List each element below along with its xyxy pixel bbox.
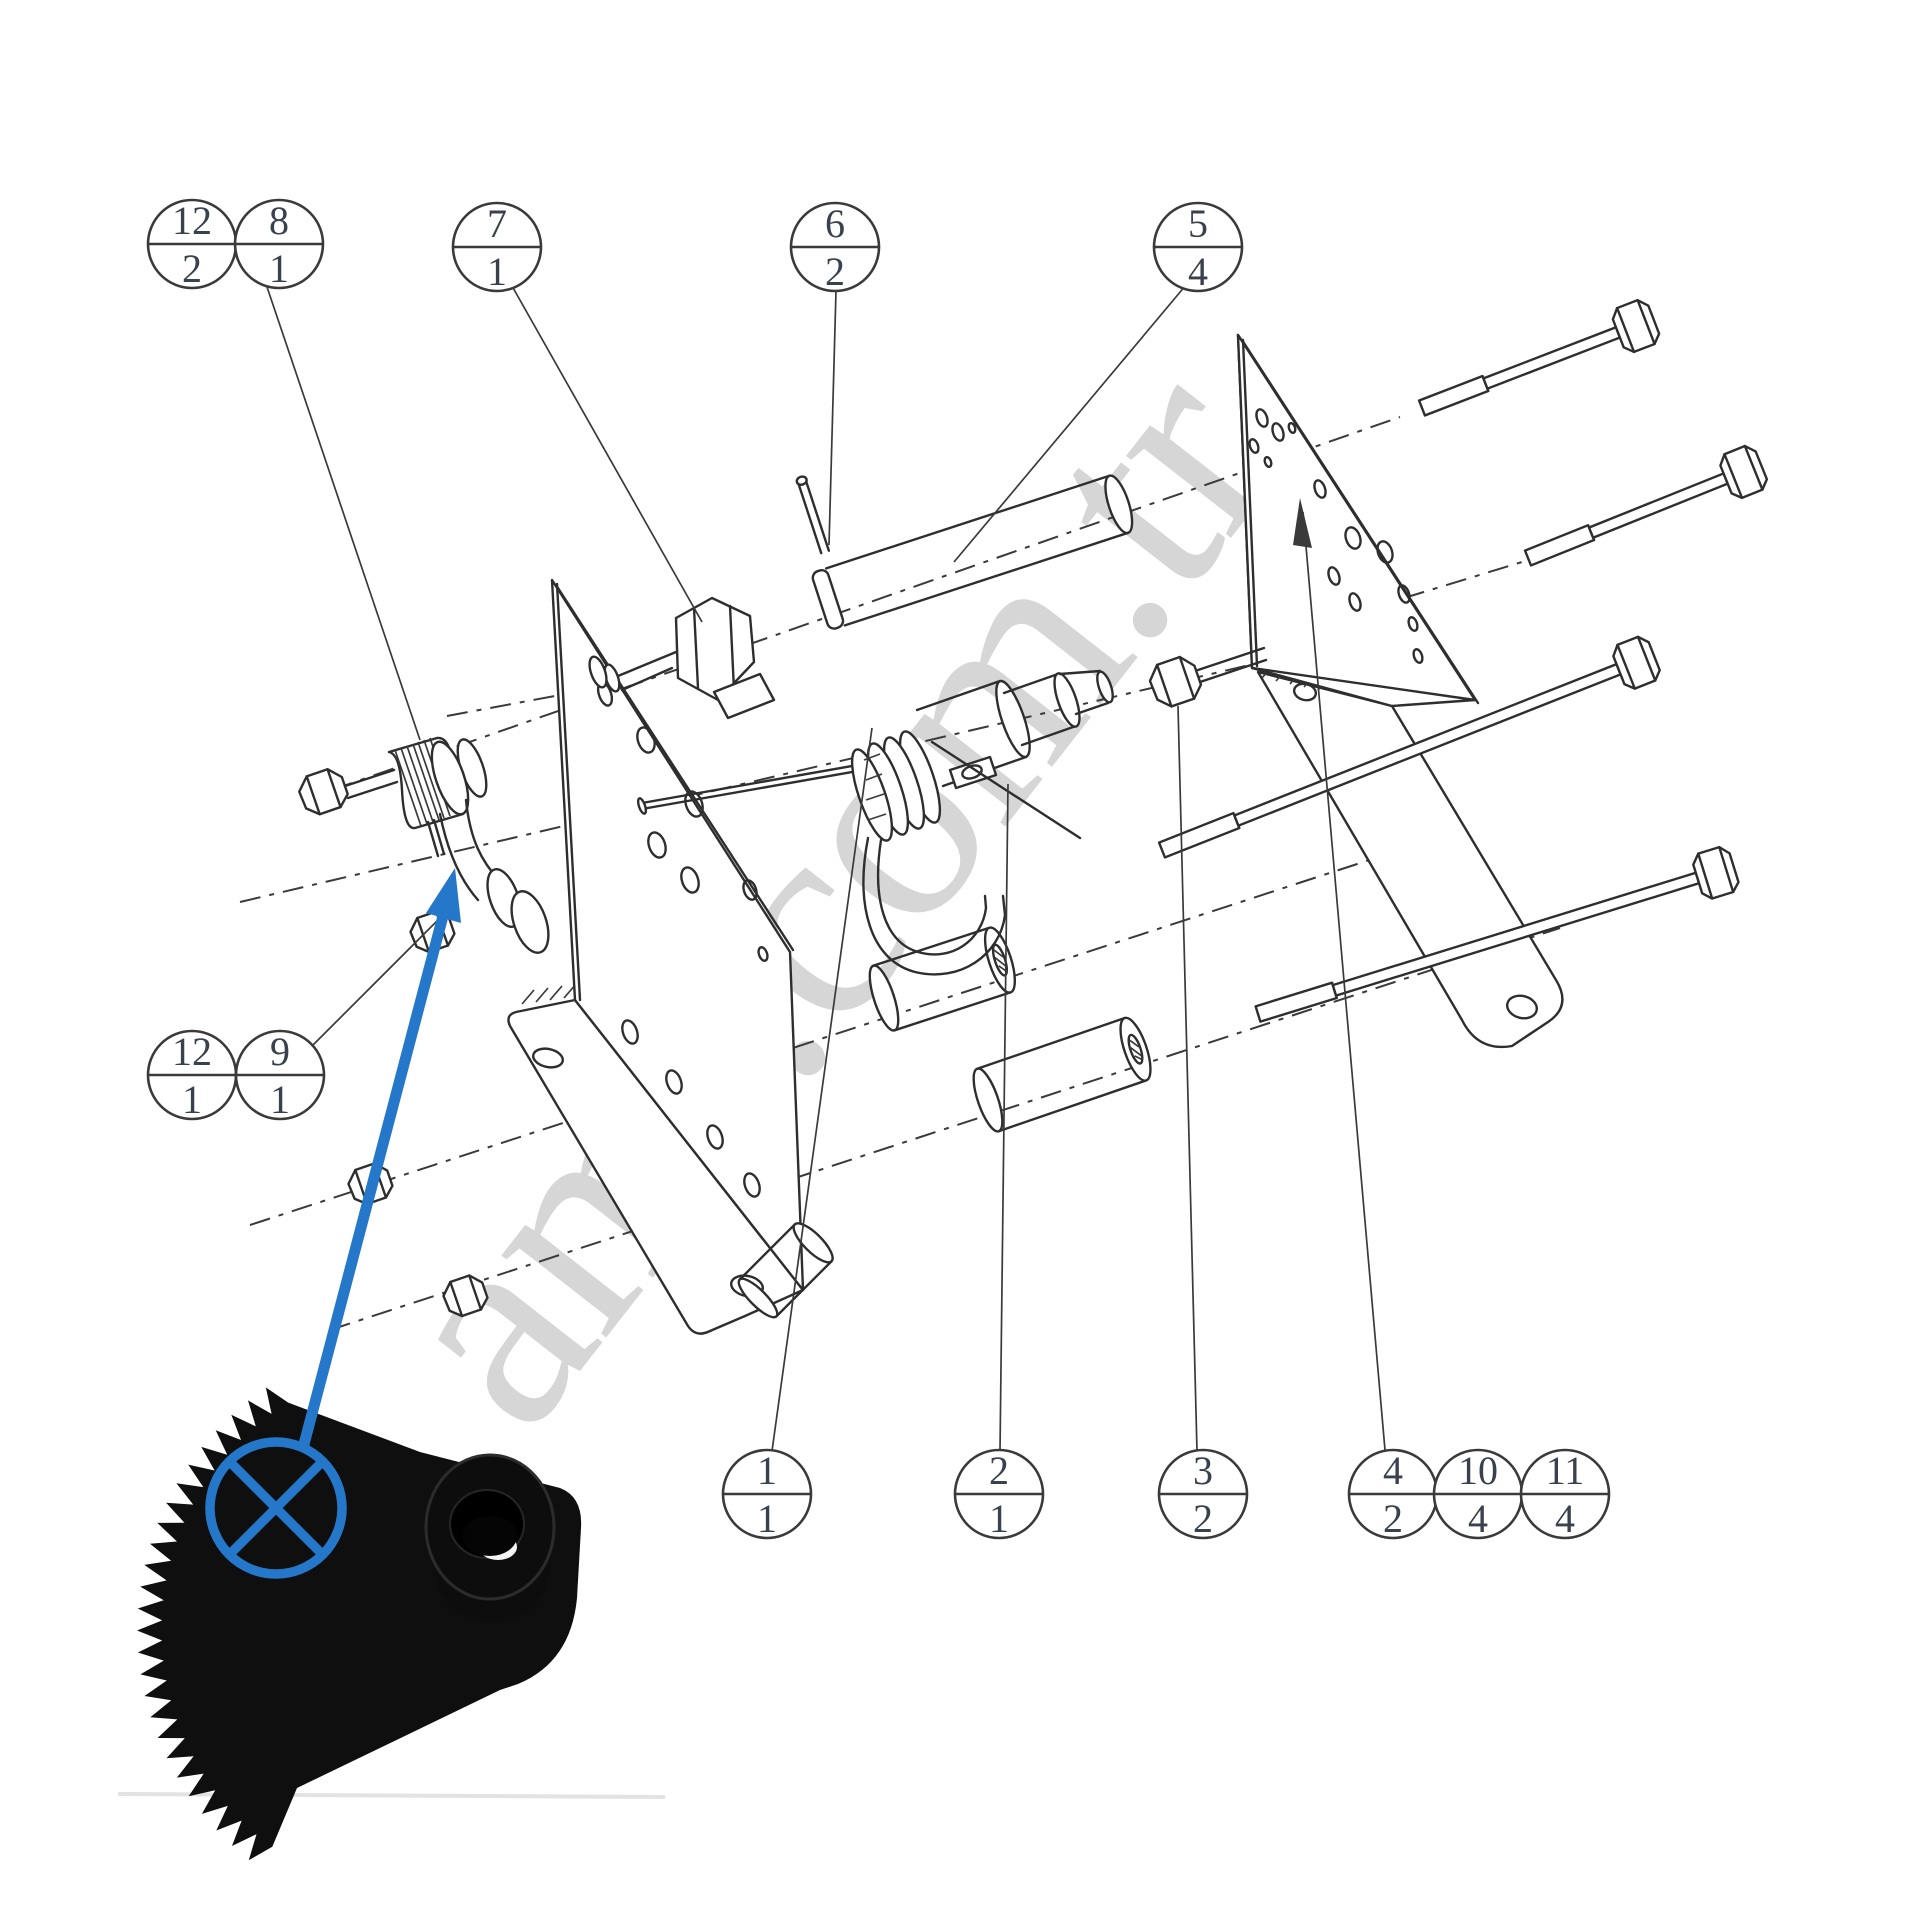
balloon-item-number: 7 bbox=[487, 201, 507, 246]
axis-line bbox=[239, 654, 1293, 903]
sector-gear-photo bbox=[117, 1387, 666, 1861]
circle-x-icon bbox=[225, 1457, 327, 1559]
sector-gear-teeth bbox=[137, 1387, 582, 1861]
leader-line bbox=[999, 783, 1009, 1452]
pointer-arrowhead bbox=[426, 868, 461, 923]
leader-line bbox=[511, 285, 703, 623]
right-bracket-plate bbox=[1236, 333, 1564, 1049]
balloon-item-number: 3 bbox=[1193, 1448, 1213, 1493]
balloon: 104 bbox=[1432, 1448, 1524, 1541]
balloon-quantity: 1 bbox=[757, 1496, 777, 1541]
balloon-item-number: 8 bbox=[269, 198, 289, 243]
balloon-quantity: 1 bbox=[487, 249, 507, 294]
axis-line bbox=[1403, 561, 1523, 599]
balloon-item-number: 10 bbox=[1458, 1448, 1498, 1493]
balloon: 71 bbox=[451, 201, 543, 294]
balloon-quantity: 4 bbox=[1555, 1496, 1575, 1541]
balloon: 21 bbox=[953, 1448, 1045, 1541]
balloon-quantity: 4 bbox=[1468, 1496, 1488, 1541]
balloon: 81 bbox=[233, 198, 325, 291]
balloon-quantity: 1 bbox=[270, 1077, 290, 1122]
balloon-item-number: 12 bbox=[172, 1029, 212, 1074]
balloon-item-number: 4 bbox=[1383, 1448, 1403, 1493]
balloon: 42 bbox=[1347, 1448, 1439, 1541]
hex-bolt bbox=[1523, 444, 1769, 567]
bore-shadow bbox=[463, 1516, 517, 1556]
balloon: 54 bbox=[1152, 201, 1244, 294]
photo-shadow bbox=[117, 1792, 666, 1799]
balloon: 32 bbox=[1157, 1448, 1249, 1541]
balloon-quantity: 2 bbox=[182, 246, 202, 291]
balloon: 121 bbox=[146, 1029, 238, 1122]
axis-line bbox=[249, 836, 1441, 1226]
balloon-quantity: 2 bbox=[1193, 1496, 1213, 1541]
leader-arrowhead bbox=[1293, 498, 1312, 548]
balloon-quantity: 1 bbox=[182, 1077, 202, 1122]
hex-bolts bbox=[1157, 298, 1769, 1023]
right-plate-flange bbox=[1256, 670, 1564, 1049]
hex-nut bbox=[298, 768, 349, 816]
spacer-tube bbox=[795, 474, 1134, 630]
balloon-item-number: 5 bbox=[1188, 201, 1208, 246]
torsion-spring-assembly bbox=[636, 646, 1268, 976]
axis-lines bbox=[239, 416, 1561, 1331]
leader-line bbox=[828, 290, 837, 546]
hex-nut bbox=[1148, 655, 1203, 708]
balloon-item-number: 1 bbox=[757, 1448, 777, 1493]
blue-annotation bbox=[205, 868, 461, 1579]
spring-hatching bbox=[863, 753, 887, 821]
balloon: 91 bbox=[234, 1029, 326, 1122]
axis-line bbox=[329, 927, 1561, 1331]
axis-line bbox=[331, 416, 1401, 791]
balloon-quantity: 1 bbox=[989, 1496, 1009, 1541]
balloon: 11 bbox=[721, 1448, 813, 1541]
pointer-arrow bbox=[297, 914, 449, 1450]
axis-line bbox=[446, 694, 561, 717]
leader-line bbox=[1177, 705, 1198, 1452]
balloon-item-number: 12 bbox=[172, 198, 212, 243]
hex-bolt bbox=[1254, 845, 1740, 1023]
balloon: 122 bbox=[146, 198, 238, 291]
balloon-quantity: 2 bbox=[825, 249, 845, 294]
leader-line bbox=[265, 283, 421, 741]
leader-lines bbox=[265, 283, 1386, 1452]
adjusting-screw bbox=[588, 596, 776, 720]
leader-line bbox=[771, 727, 873, 1452]
spacer-tube bbox=[868, 926, 1017, 1032]
right-plate-holes bbox=[1248, 408, 1424, 664]
balloon-item-number: 6 bbox=[825, 201, 845, 246]
balloon-item-number: 2 bbox=[989, 1448, 1009, 1493]
hex-bolt bbox=[1157, 635, 1661, 859]
circle-x-icon bbox=[205, 1437, 347, 1579]
knurled-gear-lever bbox=[343, 736, 550, 954]
spacer-tubes bbox=[737, 474, 1152, 1319]
leader-line bbox=[953, 284, 1187, 563]
balloon-quantity: 4 bbox=[1188, 249, 1208, 294]
leader-line bbox=[311, 905, 453, 1047]
spacer-tube bbox=[972, 1016, 1152, 1133]
hex-bolt bbox=[1417, 298, 1661, 417]
left-plate-flange bbox=[507, 998, 805, 1335]
balloon: 62 bbox=[789, 201, 881, 294]
spacer-tube bbox=[737, 1222, 834, 1319]
balloon-quantity: 1 bbox=[269, 246, 289, 291]
balloon-quantity: 2 bbox=[1383, 1496, 1403, 1541]
hex-nut bbox=[442, 1274, 489, 1318]
leader-line bbox=[1302, 511, 1386, 1451]
balloon-item-number: 11 bbox=[1546, 1448, 1585, 1493]
balloon-item-number: 9 bbox=[270, 1029, 290, 1074]
balloon: 114 bbox=[1519, 1448, 1611, 1541]
